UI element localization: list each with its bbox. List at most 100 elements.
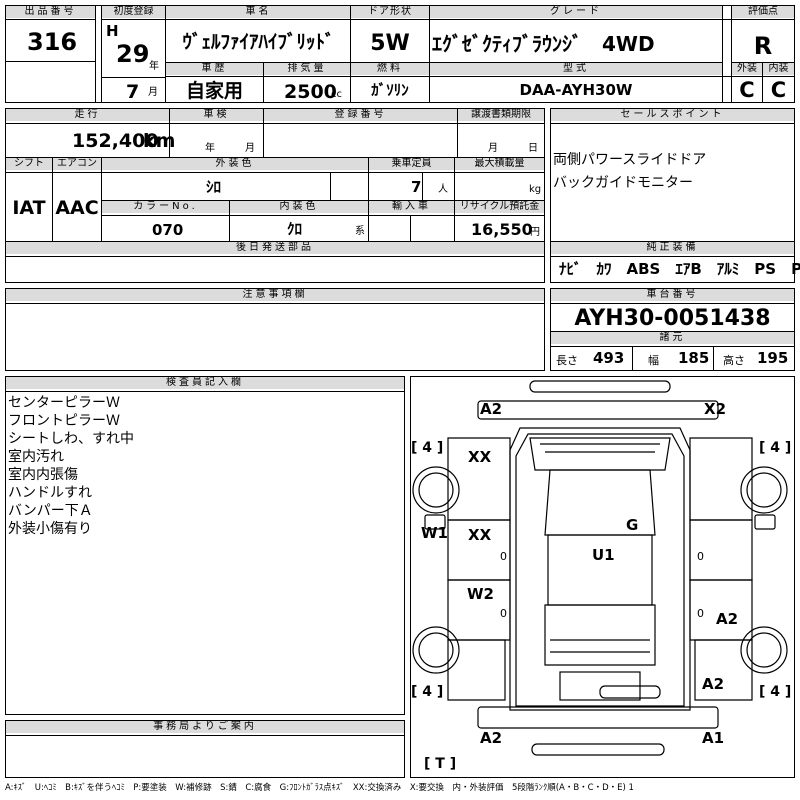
damage-a2-top-left: A2	[480, 400, 503, 418]
fuel: ｶﾞｿﾘﾝ	[371, 81, 409, 99]
tire-rear-left: [ 4 ]	[411, 684, 444, 700]
tire-front-right-value: 4	[770, 440, 781, 456]
dims-label: 諸元	[551, 332, 794, 344]
lot-no: 316	[27, 28, 78, 56]
interior-score: C	[770, 78, 787, 102]
inspection-year-unit: 年	[205, 143, 215, 154]
color-no: 070	[152, 221, 184, 239]
tire-rear-right-value: 4	[770, 684, 781, 700]
recycle-unit: 円	[530, 227, 540, 238]
door-label: ドア形状	[351, 6, 429, 18]
displacement: 2500	[284, 81, 337, 103]
height: 195	[757, 349, 789, 367]
damage-w2: W2	[467, 585, 494, 603]
chassis-box	[550, 288, 795, 371]
inspector-line-6: ハンドルすれ	[8, 485, 92, 501]
reg-month: 7	[126, 81, 140, 103]
ac-label: エアコン	[53, 158, 101, 170]
inspector-label: 検査員記入欄	[6, 377, 404, 389]
damage-diagram	[410, 376, 795, 778]
recycle-label: リサイクル預託金	[455, 201, 544, 213]
legend: A:ｷｽﾞ U:ﾍｺﾐ B:ｷｽﾞを伴うﾍｺﾐ P:要塗装 W:補修跡 S:錆 …	[5, 783, 634, 793]
grade-label: グレード	[430, 6, 722, 18]
reg-year-unit: 年	[149, 61, 159, 72]
inspector-line-2: フロントピラーＷ	[8, 413, 120, 429]
later-parts-label: 後日発送部品	[6, 242, 544, 254]
mileage: 152,400	[72, 130, 159, 152]
exterior-label: 外装	[732, 63, 762, 75]
header-grid	[5, 5, 795, 103]
notes-box	[5, 288, 545, 371]
door: 5W	[370, 31, 410, 56]
ac: AAC	[55, 197, 99, 219]
panel-zero-right-1: 0	[697, 550, 704, 563]
damage-xx-upper: XX	[468, 448, 492, 466]
width: 185	[678, 349, 710, 367]
equipment: ﾅﾋﾞ ｶﾜ ABS ｴｱB ｱﾙﾐ PS PW	[559, 260, 800, 278]
inspector-line-7: バンパー下Ａ	[8, 503, 93, 519]
length: 493	[593, 349, 625, 367]
int-color-label: 内装色	[230, 201, 368, 213]
transfer-month-unit: 月	[488, 143, 498, 154]
recycle: 16,550	[471, 220, 533, 239]
inspector-box	[5, 376, 405, 715]
panel-zero-left-2: 0	[500, 607, 507, 620]
int-color-unit: 系	[355, 226, 365, 237]
lot-no-label: 出品番号	[6, 6, 95, 18]
damage-a2-right: A2	[716, 610, 739, 628]
displacement-label: 排気量	[264, 63, 350, 75]
notes-label: 注意事項欄	[6, 289, 544, 301]
height-label: 高さ	[723, 354, 745, 367]
model: DAA-AYH30W	[519, 81, 633, 99]
office-label: 事務局よりご案内	[6, 721, 404, 733]
car-outline-diagram	[412, 380, 788, 756]
history: 自家用	[185, 80, 243, 102]
transfer-day-unit: 日	[528, 143, 538, 154]
inspector-line-3: シートしわ、すれ中	[8, 431, 134, 447]
shift-label: シフト	[6, 158, 52, 170]
length-label: 長さ	[556, 354, 578, 367]
sales-point-label: セールスポイント	[551, 109, 794, 121]
trunk-marker: [ T ]	[424, 756, 457, 772]
registration-label: 登録番号	[264, 109, 457, 121]
damage-w1: W1	[421, 524, 448, 542]
int-color: ｸﾛ	[287, 220, 303, 238]
sales-point-2: バックガイドモニター	[553, 175, 693, 191]
history-label: 車歴	[166, 63, 263, 75]
capacity: 7	[411, 178, 422, 196]
score-label: 評価点	[732, 6, 794, 18]
mileage-label: 走行	[6, 109, 169, 121]
reg-month-unit: 月	[148, 87, 158, 98]
max-load-label: 最大積載量	[455, 158, 544, 170]
first-reg-label: 初度登録	[102, 6, 165, 18]
capacity-label: 乗車定員	[369, 158, 454, 170]
displacement-unit: cc	[331, 89, 342, 100]
width-label: 幅	[648, 354, 659, 367]
damage-g: G	[626, 516, 639, 534]
max-load-unit: kg	[529, 184, 542, 195]
exterior-score: C	[739, 78, 755, 102]
inspection-label: 車検	[170, 109, 263, 121]
mileage-unit: km	[143, 130, 176, 152]
tire-rear-left-value: 4	[422, 684, 433, 700]
damage-xx-left: XX	[468, 526, 492, 544]
capacity-unit: 人	[438, 184, 448, 195]
transfer-label: 譲渡書類期限	[458, 109, 544, 121]
tire-front-right: [ 4 ]	[759, 440, 792, 456]
panel-zero-left-1: 0	[500, 550, 507, 563]
inspector-line-8: 外装小傷有り	[8, 521, 92, 537]
damage-a1-bottom-right: A1	[702, 729, 725, 747]
reg-year: 29	[116, 40, 150, 68]
car-name-label: 車名	[166, 6, 351, 18]
ext-color: ｼﾛ	[206, 178, 222, 196]
chassis-number: AYH30-0051438	[574, 306, 771, 331]
era-letter: H	[106, 22, 119, 40]
chassis-label: 車台番号	[551, 289, 794, 301]
ext-color-label: 外装色	[102, 158, 368, 170]
damage-a2-bottom-left: A2	[480, 729, 503, 747]
shift: IAT	[12, 197, 46, 219]
car-name: ｳﾞｪﾙﾌｧｲｱﾊｲﾌﾞﾘｯﾄﾞ	[182, 31, 335, 53]
damage-u1: U1	[592, 546, 615, 564]
trunk-marker-value: T	[435, 756, 445, 772]
tire-front-left: [ 4 ]	[411, 440, 444, 456]
